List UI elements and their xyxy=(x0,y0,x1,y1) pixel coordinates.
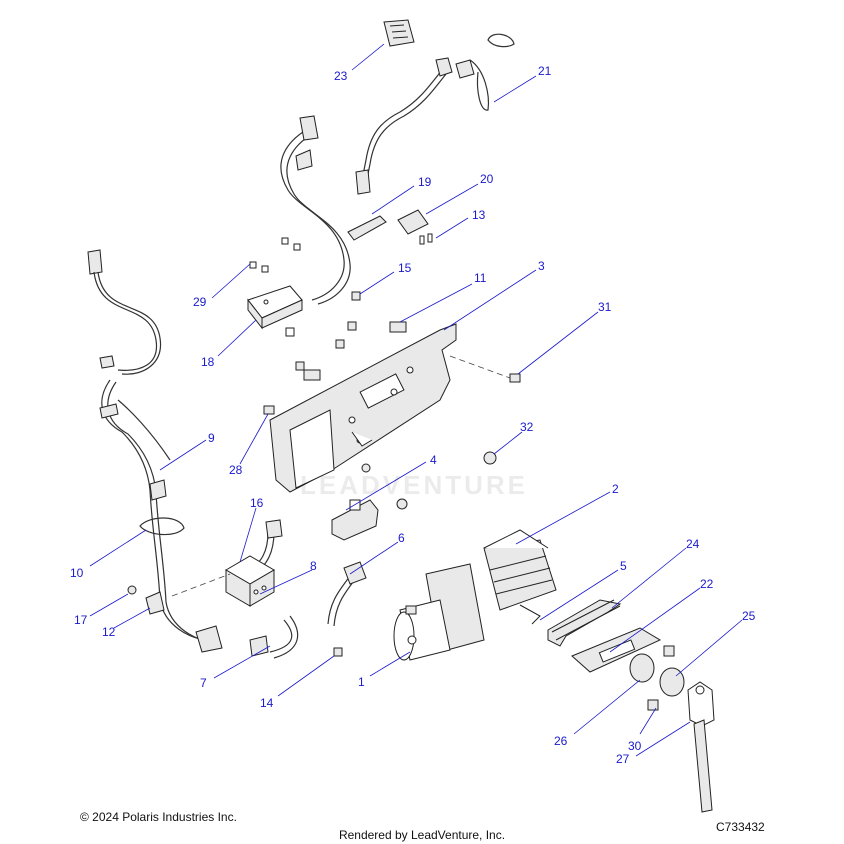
callout-21[interactable]: 21 xyxy=(538,64,552,78)
watermark: LEADVENTURE xyxy=(300,470,529,500)
callout-10[interactable]: 10 xyxy=(70,566,84,580)
leader-lines xyxy=(89,43,743,757)
part-12-clip[interactable] xyxy=(145,591,165,615)
part-17-nut[interactable] xyxy=(127,585,137,595)
part-1-winch-motor[interactable] xyxy=(393,563,485,661)
part-3-mounting-plate[interactable] xyxy=(269,323,457,493)
callout-26[interactable]: 26 xyxy=(554,734,568,748)
callout-7[interactable]: 7 xyxy=(200,676,207,690)
callout-30[interactable]: 30 xyxy=(628,739,642,753)
part-11-spacers[interactable] xyxy=(303,321,407,381)
callout-11[interactable]: 11 xyxy=(474,271,487,285)
part-22-fairlead[interactable] xyxy=(571,627,662,673)
callout-29[interactable]: 29 xyxy=(193,295,207,309)
part-9-main-harness[interactable] xyxy=(87,249,223,653)
callout-9[interactable]: 9 xyxy=(208,431,215,445)
callout-32[interactable]: 32 xyxy=(520,420,534,434)
part-29-screws[interactable] xyxy=(249,237,301,337)
callout-31[interactable]: 31 xyxy=(598,300,612,314)
callout-24[interactable]: 24 xyxy=(686,537,700,551)
callout-25[interactable]: 25 xyxy=(742,609,756,623)
part-15-bolts[interactable] xyxy=(295,291,361,371)
rendered-by-text: Rendered by LeadVenture, Inc. xyxy=(338,828,506,842)
part-14-bolt[interactable] xyxy=(333,647,343,657)
copyright-text: © 2024 Polaris Industries Inc. xyxy=(80,810,237,824)
part-21-harness[interactable] xyxy=(355,57,490,195)
callout-6[interactable]: 6 xyxy=(398,531,405,545)
callout-16[interactable]: 16 xyxy=(250,496,264,510)
axis-31 xyxy=(449,355,511,379)
part-6-cable[interactable] xyxy=(327,561,367,627)
callout-28[interactable]: 28 xyxy=(229,463,243,477)
callout-14[interactable]: 14 xyxy=(260,696,274,710)
part-10-cable-tie[interactable] xyxy=(139,517,185,536)
part-8-solenoid[interactable] xyxy=(225,555,275,607)
callout-8[interactable]: 8 xyxy=(310,559,317,573)
callout-19[interactable]: 19 xyxy=(418,175,432,189)
nut-center xyxy=(396,498,408,510)
part-13-screws[interactable] xyxy=(419,233,433,245)
figure-id: C733432 xyxy=(716,820,765,834)
callout-23[interactable]: 23 xyxy=(334,69,348,83)
part-18-module[interactable] xyxy=(247,285,303,330)
nut-center-2 xyxy=(361,463,371,473)
part-18-harness[interactable] xyxy=(280,115,351,305)
part-5-guide[interactable] xyxy=(547,599,622,647)
part-24-handle[interactable] xyxy=(551,599,621,641)
callout-2[interactable]: 2 xyxy=(612,482,619,496)
axis-8 xyxy=(171,573,231,597)
callout-18[interactable]: 18 xyxy=(201,355,215,369)
part-21-wire-clip xyxy=(487,33,515,48)
part-19-component[interactable] xyxy=(347,215,387,241)
part-20-connector[interactable] xyxy=(397,209,429,235)
callout-20[interactable]: 20 xyxy=(480,172,494,186)
part-7-cable[interactable] xyxy=(249,615,299,659)
part-30-bolts[interactable] xyxy=(647,645,675,711)
callout-1[interactable]: 1 xyxy=(358,675,365,689)
callout-17[interactable]: 17 xyxy=(74,613,88,627)
callout-12[interactable]: 12 xyxy=(102,625,116,639)
callout-4[interactable]: 4 xyxy=(430,453,437,467)
part-27-strap-hook[interactable] xyxy=(687,681,715,813)
callout-numbers: 23 21 19 20 13 15 11 3 31 29 18 28 32 4 … xyxy=(70,64,756,766)
callout-5[interactable]: 5 xyxy=(620,559,627,573)
callout-13[interactable]: 13 xyxy=(472,208,486,222)
callout-3[interactable]: 3 xyxy=(538,259,545,273)
part-4-bracket[interactable] xyxy=(331,499,379,541)
part-32-nut[interactable] xyxy=(483,451,497,465)
part-31-bolt[interactable] xyxy=(509,373,521,383)
part-26-stop[interactable] xyxy=(629,653,655,683)
part-2-winch-drum[interactable] xyxy=(483,529,557,625)
part-23-connector[interactable] xyxy=(383,19,415,47)
part-25-thimble[interactable] xyxy=(659,667,685,697)
callout-22[interactable]: 22 xyxy=(700,577,714,591)
callout-27[interactable]: 27 xyxy=(616,752,630,766)
callout-15[interactable]: 15 xyxy=(398,261,412,275)
part-28-bolt[interactable] xyxy=(263,405,275,415)
